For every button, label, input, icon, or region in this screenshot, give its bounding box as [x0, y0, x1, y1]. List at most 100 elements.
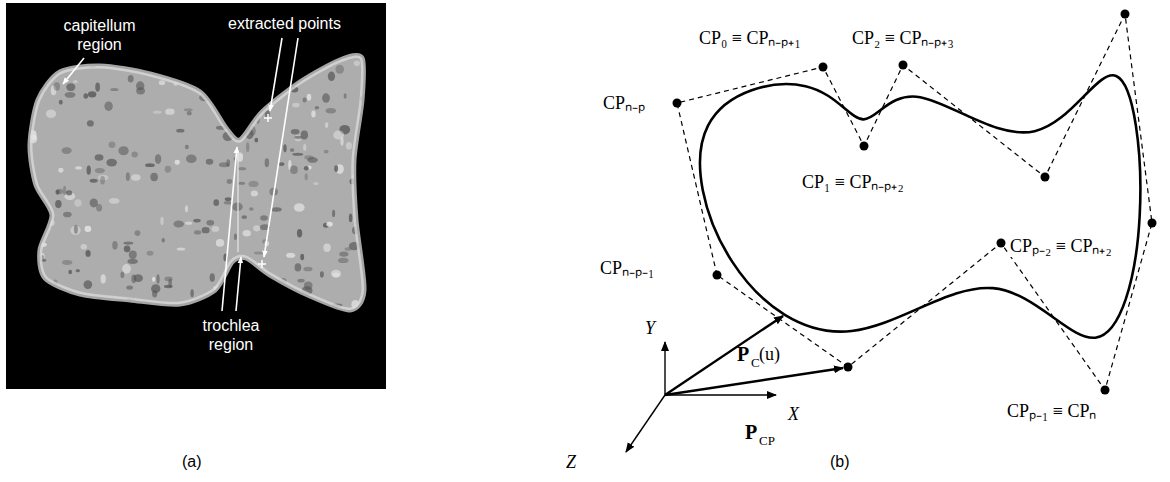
bone-pore: [194, 230, 201, 234]
bone-pore: [225, 197, 232, 201]
bone-pore: [123, 241, 133, 244]
bone-pore: [294, 203, 305, 212]
bone-pore: [76, 269, 80, 272]
bone-pore: [173, 220, 184, 227]
bone-pore: [295, 263, 302, 271]
bone-pore: [185, 222, 192, 225]
bone-pore: [286, 253, 295, 258]
region-label: capitellum region: [52, 16, 147, 54]
vector-symbol: P: [745, 421, 757, 443]
bone-pore: [315, 106, 319, 109]
bone-pore: [184, 108, 193, 111]
bone-pore: [101, 274, 106, 283]
control-point-label: CPₙ₋ₚ: [601, 93, 647, 114]
point-marks: [258, 114, 272, 268]
bone-pore: [87, 120, 94, 126]
bone-pore: [129, 251, 137, 259]
position-vector: [665, 368, 843, 395]
bone-pore: [185, 205, 188, 212]
bone-pore: [349, 214, 353, 223]
bone-pore: [333, 130, 344, 139]
bone-pore: [124, 245, 131, 252]
bone-pore: [292, 103, 300, 108]
bone-pore: [226, 159, 230, 166]
bone-pore: [81, 244, 87, 250]
bone-pore: [190, 289, 193, 297]
bone-pore: [309, 306, 314, 315]
ct-background: [6, 3, 386, 389]
bone-pore: [191, 63, 198, 68]
bone-pore: [62, 260, 72, 265]
bone-pore: [165, 166, 171, 173]
bone-pore: [210, 273, 215, 282]
bone-pore: [307, 94, 312, 101]
control-point-label: CP₁ ≡ CPₙ₋ₚ₊₂: [800, 172, 906, 193]
bone-pore: [32, 210, 42, 219]
bone-pore: [96, 204, 102, 212]
bone-pore: [135, 230, 141, 236]
bspline-curve: [700, 75, 1140, 338]
bone-pore: [333, 272, 340, 277]
bone-pore: [346, 142, 352, 150]
bone-pore: [297, 229, 302, 238]
bone-pore: [131, 174, 140, 180]
bone-pore: [70, 226, 80, 235]
bone-pore: [216, 239, 224, 247]
bone-pore: [74, 199, 81, 207]
bone-pore: [131, 151, 137, 157]
bone-pore: [128, 259, 138, 264]
bone-pore: [325, 122, 328, 128]
bone-pore: [255, 87, 263, 91]
bone-pore: [308, 58, 316, 61]
bone-pore: [95, 154, 104, 160]
bone-pore: [238, 167, 246, 170]
bone-pore: [58, 168, 63, 173]
bone-pore: [134, 274, 143, 282]
bone-pore: [291, 129, 300, 135]
bone-pore: [263, 296, 273, 301]
bone-pore: [100, 176, 105, 184]
bone-section: [30, 55, 364, 310]
bone-crack: [237, 150, 239, 252]
bone-pore: [332, 210, 335, 217]
bone-pore: [303, 267, 312, 272]
bone-pore: [325, 108, 336, 114]
bone-pore: [75, 166, 82, 169]
bone-pore: [66, 83, 75, 91]
bone-pore: [202, 227, 210, 233]
bone-pore: [88, 91, 96, 97]
bone-pore: [63, 186, 66, 195]
control-point-label: CPₚ₋₂ ≡ CPₙ₊₂: [1008, 236, 1114, 257]
bone-pore: [65, 92, 76, 98]
bone-pore: [128, 75, 134, 83]
bone-pore: [248, 181, 258, 187]
bone-pore: [120, 271, 124, 278]
bone-pore: [193, 219, 201, 223]
bone-pore: [228, 121, 235, 124]
bone-pore: [267, 74, 278, 80]
axis-label: Z: [566, 452, 576, 473]
bone-pore: [271, 207, 282, 212]
bone-pore: [292, 153, 303, 156]
bone-pore: [95, 82, 100, 91]
vector-subscript: CP: [759, 433, 775, 448]
bone-pore: [300, 254, 304, 261]
control-point-label: CP₀ ≡ CPₙ₋ₚ₊₁: [697, 28, 803, 49]
bone-pore: [224, 201, 232, 205]
bone-pore: [73, 80, 78, 83]
bone-pore: [304, 155, 313, 159]
bone-pore: [155, 154, 161, 164]
bone-pore: [265, 158, 269, 167]
bone-pore: [253, 225, 260, 231]
bone-pore: [227, 179, 233, 184]
bone-pore: [54, 82, 60, 90]
bone-pore: [331, 270, 341, 278]
bone-pore: [84, 93, 89, 98]
bone-pore: [278, 68, 283, 75]
bone-pore: [359, 201, 368, 204]
bone-pore: [245, 72, 253, 78]
bone-pore: [243, 230, 251, 236]
bone-pore: [188, 53, 197, 58]
panel-letter: (a): [182, 452, 202, 471]
